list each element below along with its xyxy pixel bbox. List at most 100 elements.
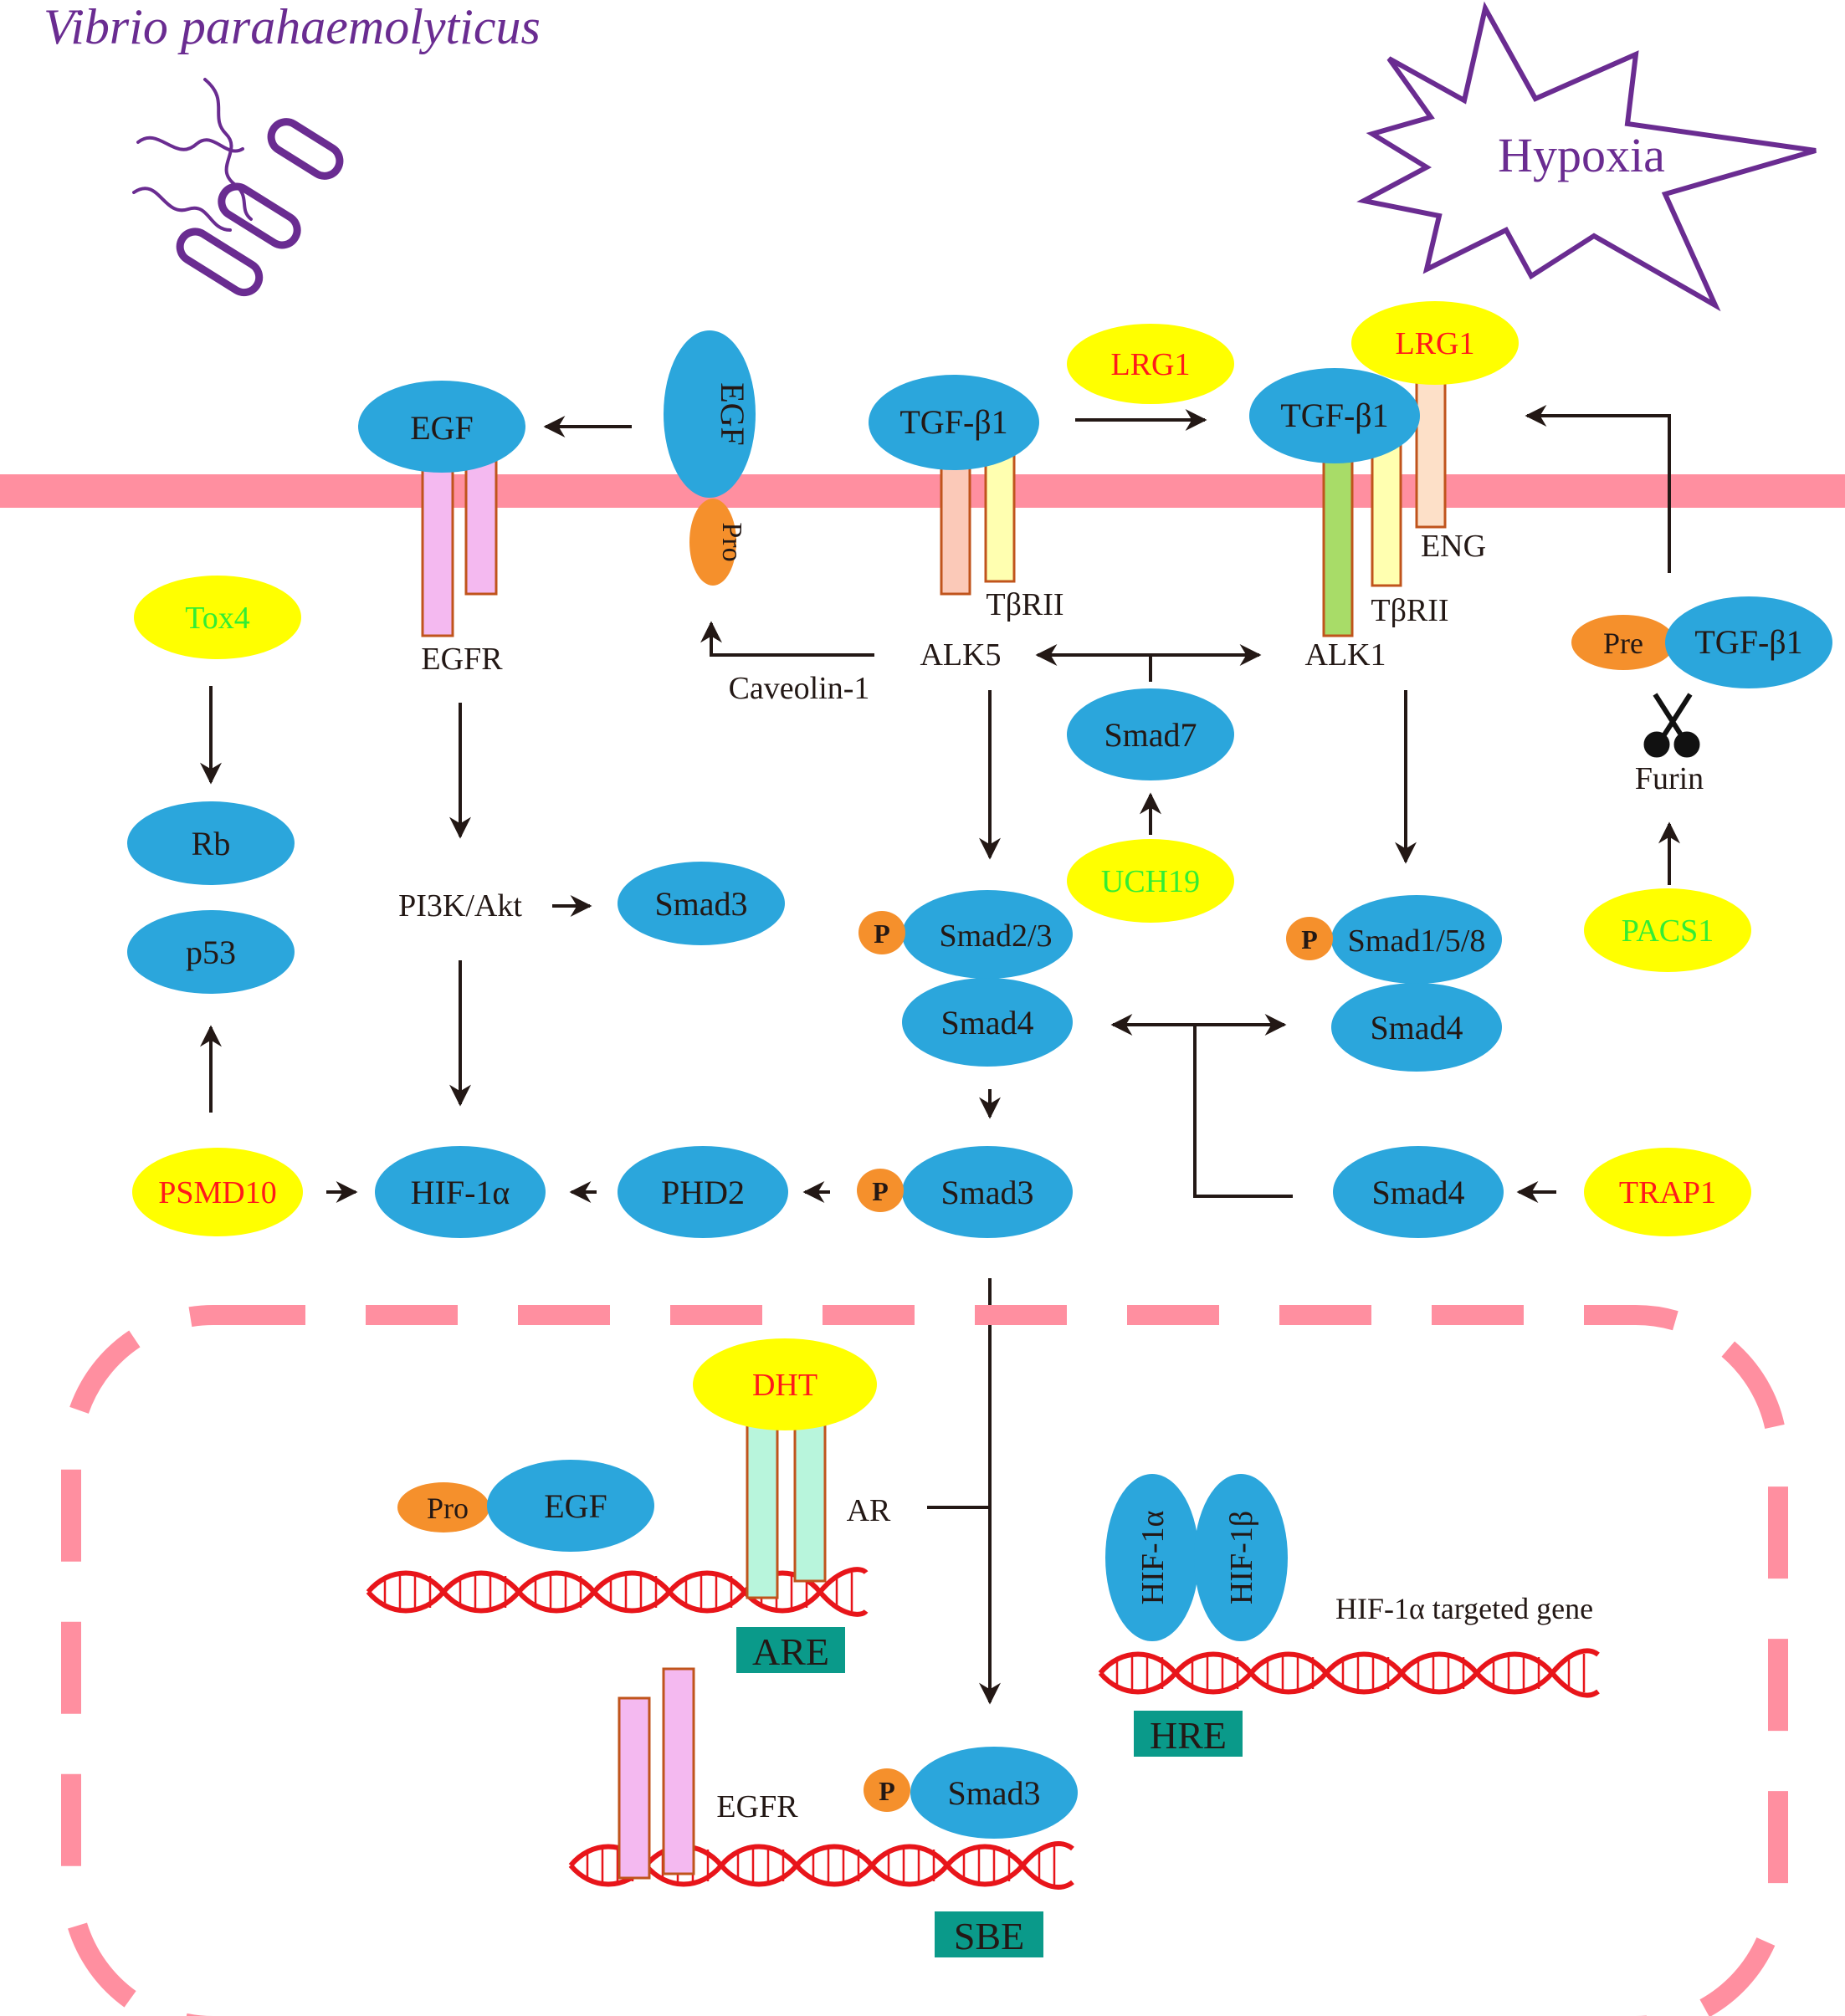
tgfb1-left-label: TGF-β1: [899, 403, 1007, 441]
egf-n-node: [487, 1460, 654, 1552]
tbrii-right-receptor: [1371, 442, 1402, 587]
lrg1-free-label: LRG1: [1111, 347, 1191, 382]
uch19-label: UCH19: [1101, 864, 1200, 899]
eng-label: ENG: [1421, 529, 1486, 564]
p-smad23-badge: [858, 911, 905, 954]
nuclear-envelope: [61, 1305, 1788, 2016]
hif1a-label: HIF-1α: [411, 1174, 510, 1211]
tgfb1-pre-node: [1665, 596, 1832, 688]
trap1-label: TRAP1: [1619, 1175, 1716, 1210]
signaling-arrows: [200, 405, 1680, 1705]
are-box: [736, 1627, 845, 1673]
pre-node: [1571, 615, 1675, 670]
furin-scissors-icon: [1643, 693, 1700, 758]
egfr-label: EGFR: [421, 642, 503, 677]
smad4-a-label: Smad4: [940, 1004, 1033, 1041]
p-smad3-label: P: [872, 1176, 889, 1206]
egf-left-node: [358, 381, 525, 473]
egfr-n-receptor: [618, 1667, 695, 1880]
pro-top-label: Pro: [716, 522, 747, 561]
pre-label: Pre: [1603, 627, 1643, 660]
rb-node: [127, 801, 295, 885]
tbrii-left-receptor: [984, 446, 1016, 583]
tgfb1-pre-label: TGF-β1: [1694, 623, 1802, 661]
pi3k-akt-label: PI3K/Akt: [398, 888, 522, 924]
smad23-node: [902, 890, 1073, 979]
smad3-low-label: Smad3: [940, 1174, 1033, 1211]
psmd10-label: PSMD10: [158, 1175, 277, 1210]
eng-receptor: [1415, 379, 1447, 529]
smad7-node: [1067, 688, 1234, 780]
bacteria-icon: [132, 78, 344, 297]
tgfb1-right-label: TGF-β1: [1280, 397, 1388, 434]
dna-helix-are: [366, 1567, 869, 1617]
hif1b-n-node: [1194, 1474, 1288, 1641]
smad158-label: Smad1/5/8: [1348, 924, 1486, 959]
tox4-label: Tox4: [185, 601, 250, 636]
tbrii-right-label: TβRII: [1371, 593, 1448, 628]
psmd10-node: [132, 1148, 303, 1236]
smad3-mid-node: [618, 862, 785, 945]
furin-label: Furin: [1635, 761, 1704, 796]
tbrii-left-label: TβRII: [986, 587, 1063, 622]
smad7-label: Smad7: [1104, 716, 1197, 754]
smad4-c-node: [1333, 1146, 1504, 1238]
sbe-box: [935, 1911, 1043, 1957]
hre-box: [1134, 1711, 1243, 1757]
p-smad3-badge: [857, 1169, 904, 1212]
p-smad3-n-label: P: [879, 1776, 895, 1806]
alk1-receptor: [1322, 450, 1354, 637]
p53-label: p53: [186, 934, 236, 971]
pacs1-node: [1584, 888, 1751, 972]
dht-node: [693, 1338, 877, 1430]
pacs1-label: PACS1: [1622, 913, 1714, 949]
uch19-node: [1067, 839, 1234, 923]
smad3-low-node: [902, 1146, 1073, 1238]
p-smad158-badge: [1286, 917, 1333, 960]
pro-n-label: Pro: [427, 1492, 469, 1525]
tgfb1-right-node: [1249, 368, 1420, 463]
tgfb1-left-node: [869, 375, 1039, 470]
pro-n-node: [397, 1482, 489, 1532]
smad3-n-node: [910, 1747, 1078, 1839]
plasma-membrane: [0, 474, 1845, 508]
trap1-node: [1584, 1148, 1751, 1236]
are-label: ARE: [752, 1630, 829, 1673]
lrg1-bound-node: [1351, 301, 1519, 385]
egfr-n-label: EGFR: [716, 1789, 798, 1824]
dht-label: DHT: [752, 1368, 817, 1403]
dna-helix-sbe: [568, 1841, 1074, 1890]
hif1a-n-label: HIF-1α: [1135, 1511, 1171, 1605]
smad3-mid-label: Smad3: [654, 885, 747, 923]
p-smad3-n-badge: [864, 1768, 910, 1812]
phd2-node: [618, 1146, 788, 1238]
egf-top-label: EGF: [714, 382, 751, 446]
alk5-receptor: [940, 454, 971, 596]
egf-top-node: [664, 330, 756, 498]
tox4-node: [134, 576, 301, 659]
egf-left-label: EGF: [410, 409, 474, 447]
ar-label: AR: [847, 1493, 891, 1528]
hif1b-n-label: HIF-1β: [1224, 1511, 1259, 1604]
smad158-node: [1331, 895, 1502, 984]
hif1a-node: [375, 1146, 546, 1238]
hypoxia-label: Hypoxia: [1498, 128, 1665, 182]
egf-n-label: EGF: [544, 1487, 607, 1525]
p-smad23-label: P: [874, 918, 890, 949]
smad4-a-node: [902, 978, 1073, 1067]
hypoxia-burst-icon: [1356, 1, 1817, 312]
bacterium-title: Vibrio parahaemolyticus: [44, 0, 541, 54]
hre-label: HRE: [1150, 1714, 1227, 1757]
p-smad158-label: P: [1301, 924, 1318, 954]
pro-top-node: [689, 499, 736, 586]
caveolin-label: Caveolin-1: [729, 671, 870, 706]
phd2-label: PHD2: [661, 1174, 745, 1211]
smad23-label: Smad2/3: [939, 918, 1052, 954]
ar-receptor: [746, 1412, 827, 1599]
smad4-b-label: Smad4: [1370, 1009, 1463, 1046]
smad3-n-label: Smad3: [947, 1774, 1040, 1812]
sbe-label: SBE: [954, 1915, 1024, 1957]
smad4-b-node: [1331, 983, 1502, 1072]
lrg1-free-node: [1067, 324, 1234, 404]
